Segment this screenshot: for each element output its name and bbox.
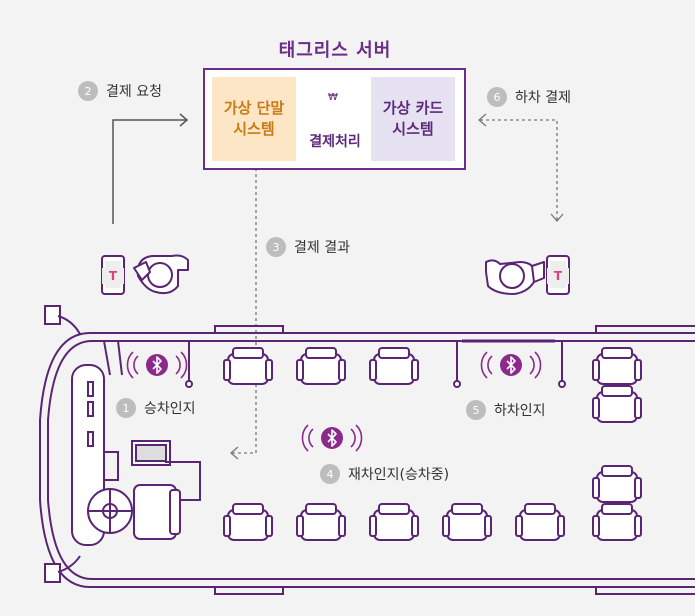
virtual-terminal-system: 가상 단말 시스템 [212, 77, 296, 161]
step-2-number: 2 [78, 81, 98, 101]
bluetooth-icon-exit [480, 351, 542, 379]
step-4-number: 4 [320, 464, 340, 484]
card-label-line2: 시스템 [392, 120, 434, 138]
step-2-payment-request: 2 결제 요청 [78, 81, 162, 101]
phone-left-logo: T [102, 268, 124, 284]
step-4-onboard-recheck: 4 재차인지(승차중) [320, 464, 449, 484]
step-3-label: 결제 결과 [294, 240, 350, 256]
step-5-exit-detection: 5 하차인지 [466, 400, 546, 420]
won-symbol: ₩ [328, 92, 338, 103]
bluetooth-icon-onboard [301, 424, 363, 452]
step-2-label: 결제 요청 [106, 84, 162, 100]
terminal-label-line2: 시스템 [233, 120, 275, 138]
step-6-label: 하차 결제 [515, 90, 571, 106]
step-1-boarding-detection: 1 승차인지 [116, 398, 196, 418]
step-1-label: 승차인지 [144, 401, 196, 417]
phone-right-logo: T [547, 268, 569, 284]
person-right-icon [485, 259, 545, 295]
terminal-label-line1: 가상 단말 [223, 99, 285, 117]
step-5-label: 하차인지 [494, 403, 546, 419]
step-4-label: 재차인지(승차중) [348, 467, 450, 483]
server-title: 태그리스 서버 [278, 40, 392, 61]
exit-payment-arrow [478, 113, 564, 222]
step-3-payment-result: 3 결제 결과 [266, 237, 350, 257]
step-3-number: 3 [266, 237, 286, 257]
payment-result-arrow [230, 162, 257, 460]
step-6-exit-payment: 6 하차 결제 [487, 87, 571, 107]
payment-processing-label: 결제처리 [309, 134, 361, 150]
step-6-number: 6 [487, 87, 507, 107]
person-left-icon [133, 254, 189, 295]
card-label-line1: 가상 카드 [382, 99, 444, 117]
step-5-number: 5 [466, 400, 486, 420]
seats [223, 347, 642, 541]
step-1-number: 1 [116, 398, 136, 418]
bus-body [39, 305, 695, 588]
payment-request-arrow [112, 113, 189, 224]
window-stubs [214, 325, 695, 595]
bluetooth-icon-entry [126, 351, 188, 379]
virtual-card-system: 가상 카드 시스템 [371, 77, 455, 161]
